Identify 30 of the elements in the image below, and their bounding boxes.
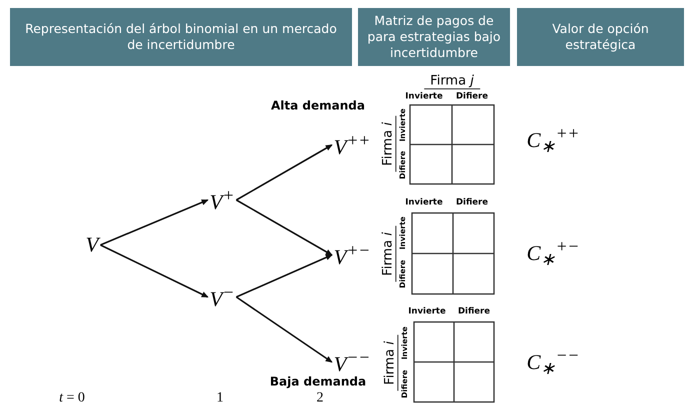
value-label: V$^{+−}$ — [334, 240, 370, 270]
arrow — [236, 199, 333, 256]
arrow — [100, 244, 209, 298]
header-box: Valor de opción estratégica — [517, 8, 684, 66]
arrow — [100, 199, 209, 246]
value-label: V — [86, 233, 98, 257]
header-box: Matriz de pagos de para estrategias bajo incertidumbre — [358, 8, 510, 66]
scenario-label: Baja demanda — [270, 375, 366, 389]
column-header: Invierte — [408, 307, 446, 317]
header-box: Representación del árbol binomial en un mercado de incertidumbre — [10, 8, 352, 66]
column-header: Invierte — [405, 198, 443, 208]
value-label: V$^{+}$ — [210, 186, 234, 214]
value-label: V$^{++}$ — [334, 130, 370, 160]
column-header: Difiere — [456, 92, 488, 102]
axis-title: Firma i — [381, 116, 397, 172]
time-label: 2 — [316, 390, 324, 405]
column-header: Invierte — [405, 92, 443, 102]
axis-title: Firma i — [383, 335, 399, 391]
column-header: Difiere — [456, 198, 488, 208]
time-label: t = 0 — [59, 390, 85, 405]
value-label: V$^{−}$ — [210, 282, 234, 312]
axis-title: Firma i — [381, 226, 397, 282]
scenario-label: Alta demanda — [271, 99, 365, 113]
value-label: V$^{−−}$ — [334, 348, 370, 376]
arrow — [236, 296, 333, 363]
time-label: 1 — [216, 390, 224, 405]
arrow — [236, 144, 333, 201]
axis-title: Firma j — [424, 74, 480, 90]
arrow — [236, 254, 333, 298]
column-header: Difiere — [458, 307, 490, 317]
